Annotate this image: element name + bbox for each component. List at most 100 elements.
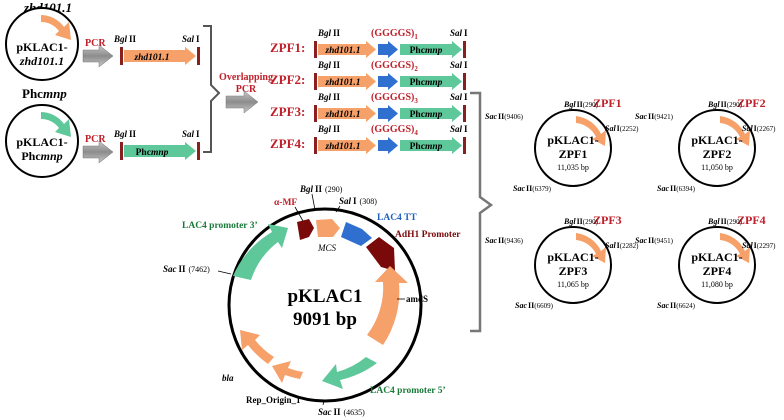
result-size: 11,035 bp (557, 163, 589, 172)
construct-left-marker (314, 137, 317, 154)
result-sac-site-1: SacII(9406) (485, 112, 524, 121)
overlap-label-2: PCR (236, 84, 257, 95)
result-sac-site-1: SacII(9451) (635, 236, 674, 245)
pcr-label-2: PCR (85, 134, 106, 145)
lac4-promoter-3-arrow (233, 224, 288, 280)
construct-phc-label: Phcmnp (410, 46, 443, 56)
main-sac-b-leader (322, 400, 325, 406)
construct-left-marker (314, 41, 317, 58)
construct-zhd-arrow (318, 105, 376, 122)
construct-phc-arrow (400, 137, 462, 154)
construct-name: ZPF3: (270, 104, 305, 119)
phc-plasmid-name-2: Phcmnp (21, 149, 62, 163)
pcr1-right-marker (197, 47, 200, 65)
phc-plasmid-name-1: pKLAC1- (16, 135, 67, 149)
construct-linker-arrow (378, 41, 398, 58)
pcr-arrow-2-shape (82, 140, 114, 164)
construct-name: ZPF4: (270, 136, 305, 151)
construct-right-marker (463, 73, 466, 90)
pcr-arrow-1-shape (82, 44, 114, 68)
result-plasmid-zpf3: ZPF3 BglII(290) SalI(2282) SacII(9436) S… (485, 213, 639, 310)
result-name-2: ZPF3 (559, 264, 588, 278)
result-plasmid-zpf4: ZPF4 BglII(290) SalI(2297) SacII(9451) S… (635, 213, 776, 310)
adh1-promoter-arrow (366, 237, 395, 271)
construct-zhd-arrow (318, 137, 376, 154)
result-sal-site: SalI(2252) (605, 124, 639, 133)
result-size: 11,050 bp (701, 163, 733, 172)
construct-phc-label: Phcmnp (410, 142, 443, 152)
mcs-label: MCS (317, 243, 337, 253)
pcr2-phc-arrow (124, 142, 196, 160)
construct-linker: (GGGGS)3 (371, 92, 418, 105)
overlapping-pcr: Overlapping PCR (219, 72, 273, 114)
construct-phc-label: Phcmnp (410, 78, 443, 88)
result-name-1: pKLAC1- (547, 133, 598, 147)
result-name-1: pKLAC1- (691, 133, 742, 147)
bla-label: bla (222, 373, 234, 383)
construct-left-marker (314, 73, 317, 90)
result-tag: ZPF1 (593, 96, 622, 110)
construct-name: ZPF2: (270, 72, 305, 87)
construct-zhd-arrow (318, 41, 376, 58)
construct-linker: (GGGGS)2 (371, 60, 418, 73)
pcr-label-1: PCR (85, 38, 106, 49)
lac4-promoter-5-arrow (322, 357, 377, 389)
result-sac-site-1: SacII(9436) (485, 236, 524, 245)
source-plasmid-phc: Phcmnp pKLAC1- Phcmnp (5, 86, 79, 178)
construct-linker-arrow (378, 105, 398, 122)
lac4-promoter-5-label: LAC4 promoter 5’ (370, 386, 446, 396)
lac4-tt-arrow (341, 222, 372, 246)
alpha-mf-arrow (297, 219, 314, 240)
main-plasmid-size: 9091 bp (293, 309, 357, 330)
pcr2-phc-label: Phcmnp (136, 148, 169, 158)
construct-phc-arrow (400, 41, 462, 58)
pcr1-left-marker (120, 47, 123, 65)
construct-zhd-arrow (318, 73, 376, 90)
construct-left-marker (314, 105, 317, 122)
phc-insert-arrow (41, 112, 71, 137)
rep-origin-label: Rep_Origin_1 (246, 395, 301, 405)
result-name-1: pKLAC1- (547, 250, 598, 264)
overlap-arrow-shape (225, 90, 259, 114)
construct-phc-arrow (400, 105, 462, 122)
result-sac-site-2: SacII(6624) (657, 301, 696, 310)
construct-name: ZPF1: (270, 40, 305, 55)
result-bgl-site: BglII(290) (563, 217, 599, 226)
result-tag: ZPF4 (737, 213, 766, 227)
construct-right-marker (463, 105, 466, 122)
pcr2-right-marker (197, 142, 200, 160)
result-bgl-site: BglII(290) (563, 100, 599, 109)
construct-zhd-label: zhd101.1 (324, 142, 360, 152)
zhd-plasmid-name-2: zhd101.1 (19, 54, 64, 68)
result-insert-arrow (576, 233, 606, 263)
zhd-plasmid-name-1: pKLAC1- (16, 40, 67, 54)
main-sac-a-leader (217, 270, 232, 275)
construct-zhd-label: zhd101.1 (324, 78, 360, 88)
result-sac-site-1: SacII(9421) (635, 112, 674, 121)
result-name-2: ZPF4 (703, 264, 732, 278)
phc-gene-label: Phcmnp (22, 86, 67, 101)
result-plasmid-zpf1: ZPF1 BglII(290) SalI(2252) SacII(9406) S… (485, 96, 639, 193)
bla-arrow (240, 330, 274, 364)
result-insert-arrow (576, 116, 606, 146)
pcr1-zhd-arrow (124, 47, 196, 65)
result-bgl-site: BglII(290) (707, 217, 743, 226)
result-sal-site: SalI(2267) (742, 124, 776, 133)
zhd-insert-arrow (41, 15, 71, 40)
result-insert-arrow (720, 233, 750, 263)
lac4-tt-label: LAC4 TT (377, 213, 417, 223)
